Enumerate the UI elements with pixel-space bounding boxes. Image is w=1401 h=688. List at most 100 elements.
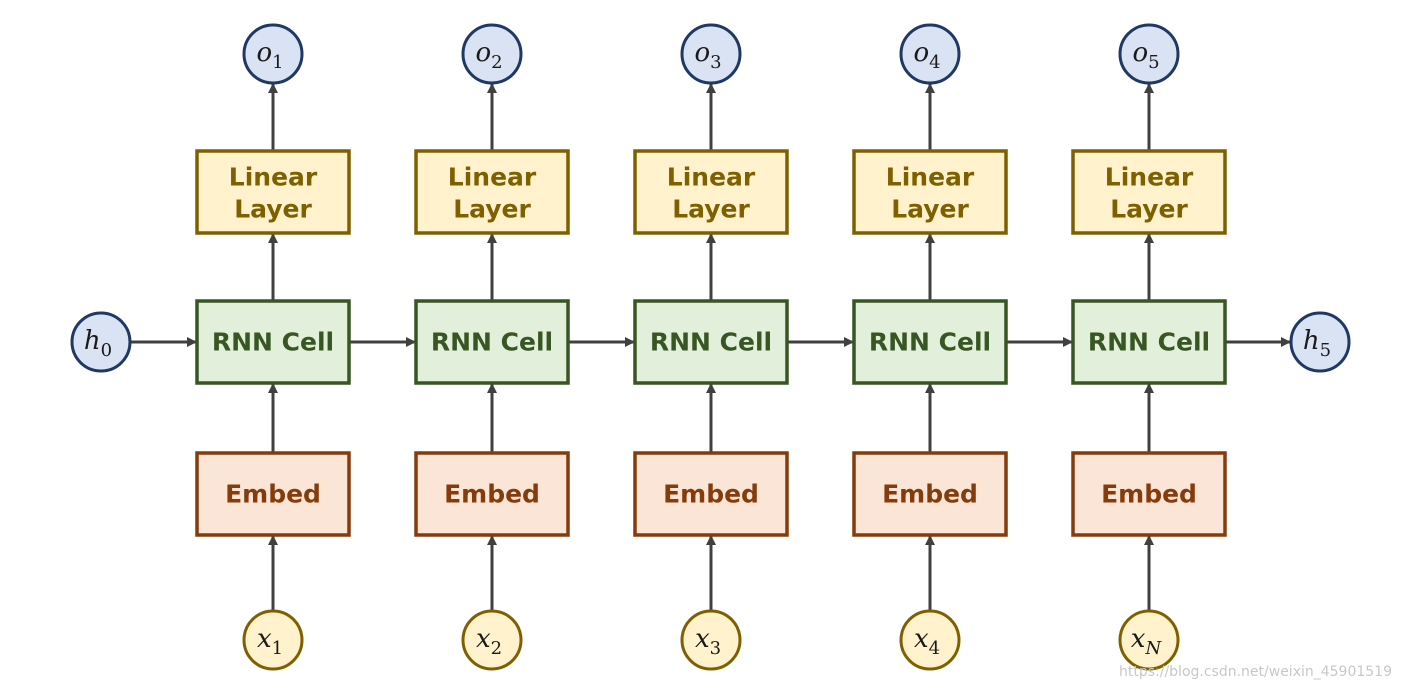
output-node-3-label: o3 <box>694 38 721 73</box>
input-node-2-base: x <box>476 624 491 654</box>
rnn-cell-label-3: RNN Cell <box>650 328 772 357</box>
hidden-state-end-node-label: h5 <box>1303 326 1331 361</box>
output-node-3: o3 <box>680 23 742 85</box>
linear-layer-label-line2-5: Layer <box>1110 195 1188 224</box>
rnn-cell-label-4: RNN Cell <box>869 328 991 357</box>
input-node-4-base: x <box>914 624 929 654</box>
rnn-cell-box-1-rect <box>195 299 351 385</box>
output-node-2: o2 <box>461 23 523 85</box>
linear-layer-label-line1-5: Linear <box>1105 163 1194 192</box>
arrows-layer <box>130 83 1291 611</box>
output-node-3-base: o <box>694 38 710 68</box>
linear-layer-label-line1-4: Linear <box>886 163 975 192</box>
embed-box-4-rect <box>852 451 1008 537</box>
input-node-4-circle <box>899 609 961 671</box>
linear-layer-box-5-rect <box>1071 149 1227 235</box>
hidden-state-end-node-subscript: 5 <box>1320 340 1331 361</box>
output-node-2-base: o <box>475 38 491 68</box>
linear-layer-box-1-rect <box>195 149 351 235</box>
input-node-3-circle <box>680 609 742 671</box>
output-node-5-circle <box>1118 23 1180 85</box>
embed-box-3-rect <box>633 451 789 537</box>
output-node-3-subscript: 3 <box>710 52 721 73</box>
hidden-state-start-node-circle <box>70 311 132 373</box>
input-node-3-label: x3 <box>695 624 721 659</box>
output-node-1-subscript: 1 <box>272 52 283 73</box>
input-node-5-base: x <box>1131 624 1146 654</box>
rnn-cell-box-2: RNN Cell <box>414 299 570 385</box>
input-node-3-subscript: 3 <box>710 638 721 659</box>
linear-layer-box-2-rect <box>414 149 570 235</box>
rnn-cell-label-5: RNN Cell <box>1088 328 1210 357</box>
input-node-4: x4 <box>899 609 961 671</box>
linear-layer-label-line1-1: Linear <box>229 163 318 192</box>
output-node-5-subscript: 5 <box>1148 52 1159 73</box>
input-node-5: xN <box>1118 609 1180 671</box>
rnn-cell-box-5-rect <box>1071 299 1227 385</box>
output-node-4: o4 <box>899 23 961 85</box>
input-node-2: x2 <box>461 609 523 671</box>
hidden-state-start-node-label: h0 <box>84 326 112 361</box>
rnn-cell-box-1: RNN Cell <box>195 299 351 385</box>
linear-layer-label-line2-1: Layer <box>234 195 312 224</box>
embed-label-2: Embed <box>444 480 540 509</box>
output-node-1: o1 <box>242 23 304 85</box>
output-node-4-label: o4 <box>913 38 940 73</box>
input-node-4-label: x4 <box>914 624 940 659</box>
rnn-cell-box-3: RNN Cell <box>633 299 789 385</box>
input-node-5-circle <box>1118 609 1180 671</box>
input-node-1-subscript: 1 <box>272 638 283 659</box>
hidden-state-end-node: h5 <box>1289 311 1351 373</box>
linear-layer-label-line1-2: Linear <box>448 163 537 192</box>
input-node-5-label: xN <box>1131 624 1163 659</box>
input-node-4-subscript: 4 <box>929 638 940 659</box>
embed-label-3: Embed <box>663 480 759 509</box>
rnn-cell-box-4: RNN Cell <box>852 299 1008 385</box>
linear-layer-box-3-rect <box>633 149 789 235</box>
output-node-4-subscript: 4 <box>929 52 940 73</box>
embed-box-5-rect <box>1071 451 1227 537</box>
rnn-cell-box-4-rect <box>852 299 1008 385</box>
embed-label-4: Embed <box>882 480 978 509</box>
input-node-5-subscript: N <box>1144 638 1162 659</box>
rnn-cell-box-5: RNN Cell <box>1071 299 1227 385</box>
output-node-1-label: o1 <box>256 38 283 73</box>
input-node-2-label: x2 <box>476 624 502 659</box>
output-node-5: o5 <box>1118 23 1180 85</box>
hidden-state-start-node: h0 <box>70 311 132 373</box>
embed-box-3: Embed <box>633 451 789 537</box>
output-node-4-circle <box>899 23 961 85</box>
output-node-2-label: o2 <box>475 38 502 73</box>
linear-layer-box-4-rect <box>852 149 1008 235</box>
output-node-1-circle <box>242 23 304 85</box>
embed-label-1: Embed <box>225 480 321 509</box>
embed-box-1-rect <box>195 451 351 537</box>
embed-box-2: Embed <box>414 451 570 537</box>
output-node-3-circle <box>680 23 742 85</box>
rnn-cell-label-2: RNN Cell <box>431 328 553 357</box>
input-node-1-circle <box>242 609 304 671</box>
linear-layer-label-line2-3: Layer <box>672 195 750 224</box>
embed-box-1: Embed <box>195 451 351 537</box>
embed-box-4: Embed <box>852 451 1008 537</box>
linear-layer-label-line2-4: Layer <box>891 195 969 224</box>
output-node-2-subscript: 2 <box>491 52 502 73</box>
linear-layer-label-line2-2: Layer <box>453 195 531 224</box>
hidden-state-end-node-base: h <box>1303 326 1320 356</box>
input-node-1-label: x1 <box>257 624 283 659</box>
rnn-cell-box-2-rect <box>414 299 570 385</box>
hidden-state-end-node-circle <box>1289 311 1351 373</box>
output-node-2-circle <box>461 23 523 85</box>
output-node-5-base: o <box>1132 38 1148 68</box>
output-node-5-label: o5 <box>1132 38 1159 73</box>
rnn-cell-box-3-rect <box>633 299 789 385</box>
input-node-1-base: x <box>257 624 272 654</box>
output-node-1-base: o <box>256 38 272 68</box>
linear-layer-label-line1-3: Linear <box>667 163 756 192</box>
input-node-3: x3 <box>680 609 742 671</box>
